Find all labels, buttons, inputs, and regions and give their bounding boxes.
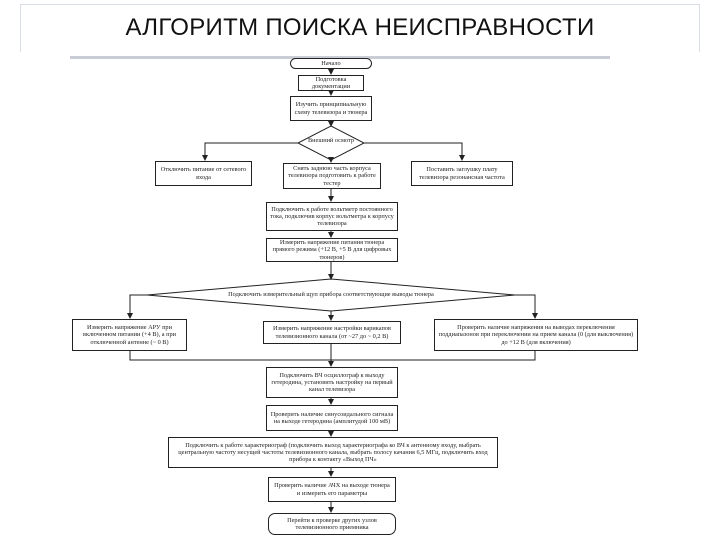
arrow-d2-left [127, 294, 147, 319]
flow-branch-install-plug: Поставить заглушку плату телевизора резо… [411, 161, 513, 186]
slide-frame-top [20, 4, 700, 53]
slide-frame-left [20, 4, 21, 52]
flow-step-connect-oscilloscope: Подключить ВЧ осциллограф к выходу гетер… [266, 367, 398, 398]
decision-probe-label: Подключить измерительный щуп прибора соо… [228, 291, 434, 298]
flow-branch-remove-cover: Снять заднюю часть корпуса телевизора по… [283, 163, 381, 189]
slide-frame-right [699, 4, 700, 52]
flow-step-check-frequency-response: Проверить наличие АЧХ на выходе тюнера и… [268, 477, 396, 502]
line-c-right-merge [331, 351, 536, 361]
arrow-d2-right [515, 294, 538, 319]
flow-step-study-schematic: Изучить принципиальную схему телевизора … [290, 96, 372, 121]
line-c-left-merge [129, 351, 331, 361]
flow-check-band-switching: Проверить наличие напряжения на выводах … [434, 319, 638, 351]
flow-step-check-oscillator: Проверить наличие синусоидального сигнал… [266, 405, 398, 431]
flow-check-tuning-voltage: Измерить напряжение настройки варикапов … [263, 321, 401, 344]
arrow-d1-right [364, 142, 465, 161]
flow-check-agc-voltage: Измерить напряжение АРУ при включенном п… [72, 319, 187, 351]
title-underline [70, 56, 610, 59]
flow-end: Перейти к проверке других узлов телевизи… [268, 513, 396, 535]
flow-branch-disconnect-power: Отключить питание от сетевого входа [155, 161, 252, 186]
decision-inspection-label: Внешний осмотр [307, 137, 355, 144]
flow-step-sweep-generator: Подключить к работе характериограф (подк… [168, 437, 498, 468]
flow-start: Начало [290, 58, 372, 69]
flow-step-documentation: Подготовка документации [298, 75, 364, 91]
arrow-d1-left [202, 142, 298, 161]
flow-step-measure-supply: Измерить напряжение питания тюнера прямо… [266, 238, 398, 262]
flow-step-connect-voltmeter: Подключить к работе вольтметр постоянног… [266, 202, 398, 231]
slide-title: АЛГОРИТМ ПОИСКА НЕИСПРАВНОСТИ [125, 14, 595, 41]
